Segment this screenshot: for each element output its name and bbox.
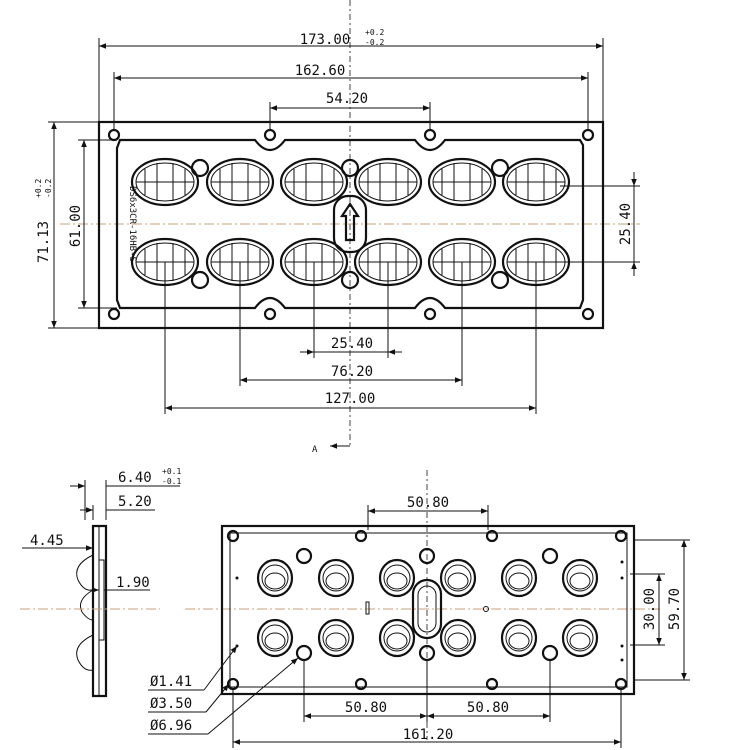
mount-hole (107, 128, 121, 142)
dim-hole-dia-2: Ø3.50 (150, 696, 192, 712)
pin-hole (490, 158, 510, 178)
side-view: 6.40 +0.1 -0.1 5.20 4.45 1.90 (20, 467, 181, 698)
bottom-inner-border (229, 532, 628, 688)
pin-hole (190, 270, 210, 290)
lens (561, 618, 599, 658)
orientation-arrow-icon (339, 202, 361, 242)
lens (378, 618, 416, 658)
lens (439, 618, 477, 658)
lens (500, 558, 538, 598)
dim-overall-height: 71.13 (36, 221, 52, 263)
lens (317, 618, 355, 658)
dim-hole-dia-3: Ø6.96 (150, 718, 192, 734)
dim-thickness-tol-plus: +0.1 (162, 467, 181, 476)
mount-hole (263, 128, 277, 142)
bottom-center-slot (411, 578, 443, 640)
mount-hole (107, 307, 121, 321)
dim-bottom-span-right: 50.80 (467, 700, 509, 716)
dim-overall-height-tol-plus: +0.2 (34, 179, 43, 198)
dim-overall-width: 161.20 (403, 727, 454, 743)
dim-overall-length: 173.00 (300, 32, 351, 48)
lens (378, 558, 416, 598)
dim-body-thickness: 5.20 (118, 494, 152, 510)
outer-plate (97, 120, 605, 330)
dim-overall-length-tol-minus: -0.2 (365, 38, 384, 47)
pin-hole (190, 158, 210, 178)
lens (317, 558, 355, 598)
lens (353, 157, 423, 207)
dim-inner-height: 61.00 (68, 205, 84, 247)
side-profile (91, 524, 108, 698)
dim-height-outer: 59.70 (667, 588, 683, 630)
lens (439, 558, 477, 598)
dim-thickness-tol-minus: -0.1 (162, 477, 181, 486)
section-marker: A (312, 445, 318, 455)
dim-top-hole-span: 50.80 (407, 495, 449, 511)
bottom-outer-plate (220, 524, 636, 696)
mount-hole (263, 307, 277, 321)
lens (279, 157, 349, 207)
dim-thickness: 6.40 (118, 470, 152, 486)
center-slot (332, 194, 368, 254)
lens (501, 157, 571, 207)
top-view: DS6x3CR-16HB-S 173.00 +0.2 -0.2 162.60 5… (34, 0, 640, 455)
dim-row-pitch: 25.40 (618, 203, 634, 245)
pin-hole (490, 270, 510, 290)
dim-flange: 4.45 (30, 533, 64, 549)
mount-hole (423, 307, 437, 321)
pin-hole (340, 158, 360, 178)
dim-hole-span: 162.60 (295, 63, 346, 79)
dim-overall-height-tol-minus: -0.2 (44, 179, 53, 198)
lens (256, 558, 294, 598)
pin-hole (340, 270, 360, 290)
dim-lens-span-mid: 76.20 (331, 364, 373, 380)
dim-bottom-span-left: 50.80 (345, 700, 387, 716)
mount-hole (423, 128, 437, 142)
part-marking: DS6x3CR-16HB-S (127, 186, 137, 262)
dim-hole-dia-1: Ø1.41 (150, 674, 192, 690)
dim-lip: 1.90 (116, 575, 150, 591)
dim-inner-hole-span: 54.20 (326, 91, 368, 107)
mount-hole (581, 307, 595, 321)
dim-lens-pitch: 25.40 (331, 336, 373, 352)
dim-height-inner: 30.00 (642, 588, 658, 630)
inner-contour (115, 138, 585, 310)
dim-lens-span-outer: 127.00 (325, 391, 376, 407)
lens (561, 558, 599, 598)
lens (500, 618, 538, 658)
bottom-view: 50.80 30.00 59.70 Ø1.41 Ø3.50 Ø6.96 50.8… (148, 470, 690, 748)
mount-hole (581, 128, 595, 142)
lens (205, 157, 275, 207)
lens (427, 157, 497, 207)
dim-overall-length-tol-plus: +0.2 (365, 28, 384, 37)
lens (256, 618, 294, 658)
lens (130, 157, 200, 207)
